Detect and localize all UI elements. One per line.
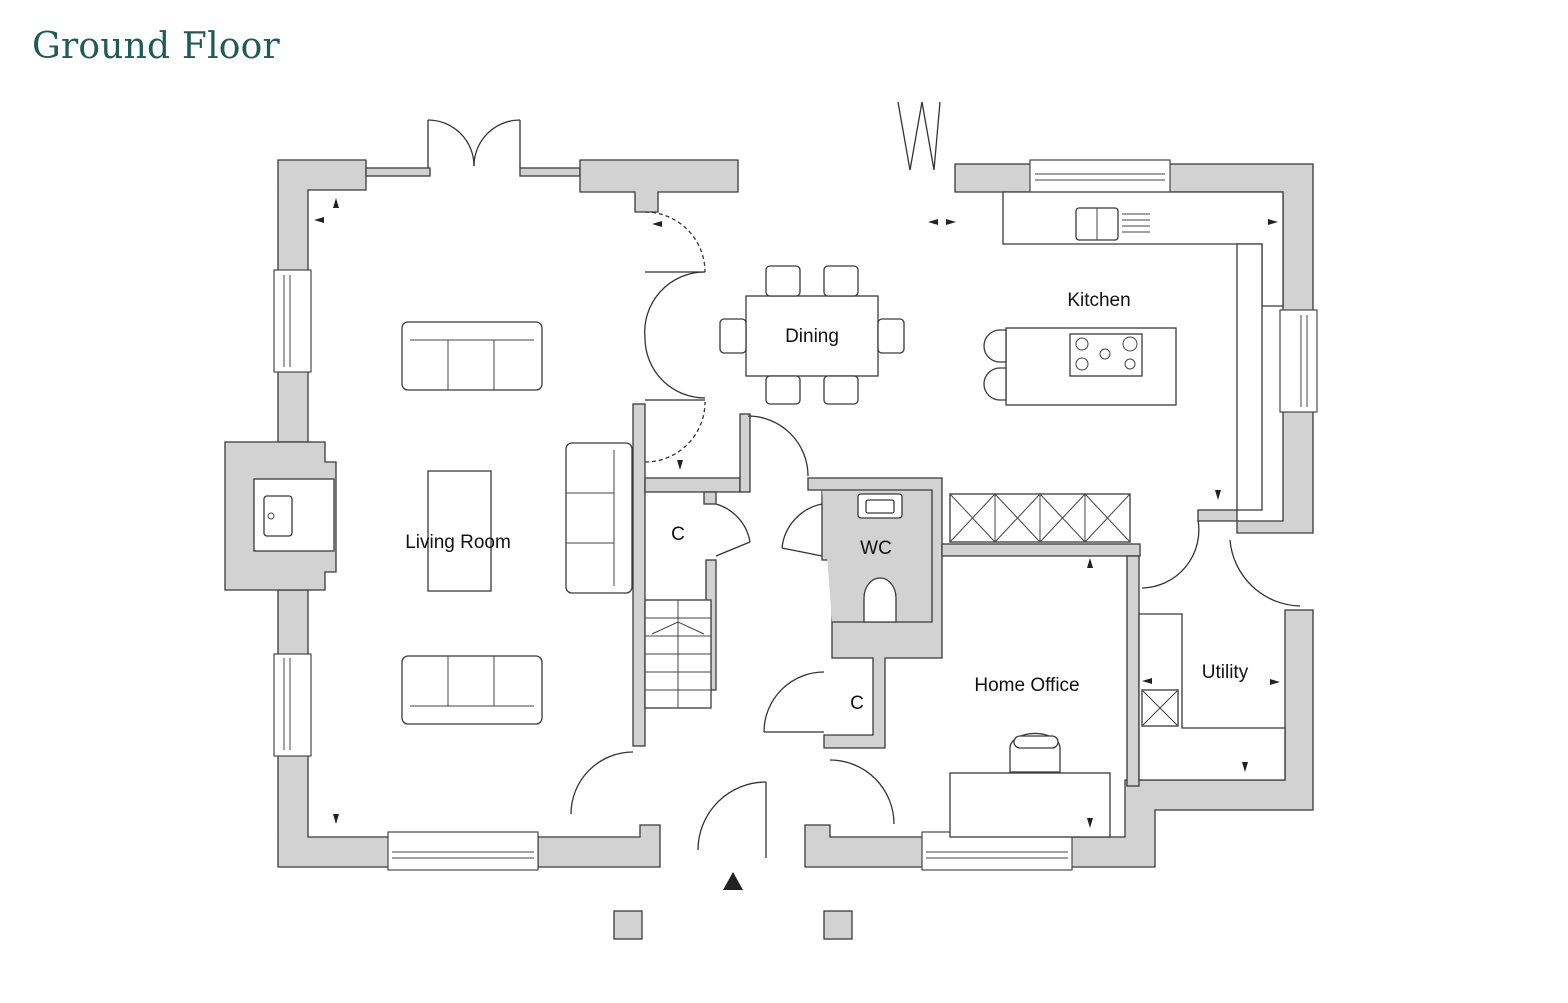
room-label-wc: WC <box>860 538 892 559</box>
room-label-cupboard: C <box>850 693 864 714</box>
pillar-icon <box>823 910 853 940</box>
doors <box>427 101 1301 858</box>
room-label-utility: Utility <box>1202 662 1249 683</box>
utility-fixtures <box>1138 613 1286 781</box>
room-label-kitchen: Kitchen <box>1067 290 1130 311</box>
dining-furniture <box>719 265 905 405</box>
wc-fixtures <box>857 493 903 623</box>
room-label-cupboard: C <box>671 524 685 545</box>
kitchen-furniture <box>983 191 1284 511</box>
room-label-dining: Dining <box>785 326 839 347</box>
living-room-furniture <box>253 321 633 725</box>
page-title: Ground Floor <box>32 26 280 67</box>
exterior-walls <box>224 159 1314 868</box>
room-label-home-office: Home Office <box>974 675 1079 696</box>
home-office-furniture <box>949 732 1111 838</box>
windows <box>273 159 1318 871</box>
entrance-arrow-icon <box>723 872 743 890</box>
light-markers <box>314 198 1280 828</box>
storage-rack <box>949 493 1131 543</box>
staircase <box>644 599 712 709</box>
room-label-living-room: Living Room <box>405 532 511 553</box>
pillar-icon <box>613 910 643 940</box>
